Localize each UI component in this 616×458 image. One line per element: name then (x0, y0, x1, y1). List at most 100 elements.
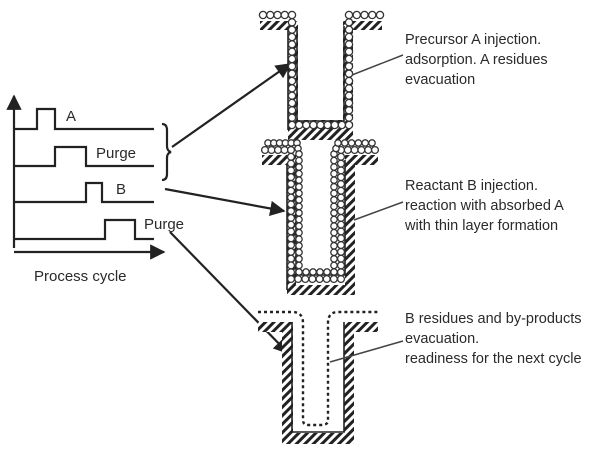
layer-molecule (336, 213, 346, 222)
layer-molecule (286, 220, 296, 229)
group-brace (161, 122, 172, 182)
layer-molecule (343, 145, 352, 155)
trench-step-1 (258, 10, 404, 140)
reactant-b-molecule (347, 139, 356, 147)
layer-molecule (315, 274, 324, 284)
layer-molecule (286, 274, 296, 284)
deposited-layer-outline (258, 310, 378, 427)
precursor-a-molecule (344, 54, 354, 64)
reactant-b-molecule (330, 156, 338, 165)
reactant-b-molecule (295, 235, 303, 244)
layer-molecule (267, 145, 276, 155)
reactant-b-molecule (330, 182, 338, 191)
precursor-a-molecule (287, 18, 297, 27)
precursor-a-molecule (344, 106, 354, 115)
precursor-a-molecule (344, 91, 354, 100)
signal-purge2-pulse (14, 218, 154, 241)
reactant-b-molecule (295, 241, 303, 250)
reactant-b-molecule (295, 202, 303, 211)
step-1-description: Precursor A injection. adsorption. A res… (405, 32, 548, 88)
step-3-line-3: readiness for the next cycle (405, 351, 582, 367)
step-2-description: Reactant B injection. reaction with abso… (404, 178, 564, 234)
reactant-b-molecule (295, 222, 303, 230)
layer-molecule (336, 152, 346, 161)
reactant-b-molecule (330, 228, 338, 237)
reactant-b-molecule (330, 209, 338, 217)
precursor-a-molecule (287, 120, 297, 130)
precursor-a-molecule (301, 120, 311, 130)
layer-molecule (336, 159, 346, 168)
leader-line-3 (329, 340, 404, 363)
layer-molecule (286, 179, 296, 188)
layer-molecule (308, 274, 317, 284)
precursor-a-molecule (287, 69, 297, 78)
layer-molecule (286, 173, 296, 182)
precursor-a-molecule (287, 62, 297, 71)
layer-molecule (286, 227, 296, 236)
reactant-b-molecule (295, 196, 303, 204)
precursor-a-molecule (287, 10, 297, 20)
layer-molecule (364, 145, 373, 155)
arrow-to-step-2 (164, 187, 286, 217)
precursor-a-molecule (287, 25, 297, 34)
reactant-b-molecule (295, 189, 303, 198)
reactant-b-molecule (330, 235, 338, 244)
layer-molecule (286, 207, 296, 216)
layer-molecule (336, 241, 346, 250)
trench-wall (287, 26, 345, 130)
reactant-b-molecule (295, 209, 303, 217)
precursor-a-molecule (344, 62, 354, 71)
reactant-b-molecule (316, 268, 324, 276)
signal-purge1-label: Purge (96, 145, 136, 162)
layer-molecule (336, 261, 346, 270)
layer-molecule (350, 145, 359, 155)
precursor-a-molecule (273, 10, 282, 20)
process-cycle-label: Process cycle (34, 268, 127, 285)
reactant-b-molecule (330, 241, 338, 250)
reactant-b-molecule (330, 268, 338, 276)
layer-molecule (286, 241, 296, 250)
step-1-line-2: adsorption. A residues (405, 52, 548, 68)
layer-molecule (260, 145, 270, 155)
step-1-line-1: Precursor A injection. (405, 32, 541, 48)
layer-molecule (336, 274, 346, 284)
precursor-a-molecule (287, 113, 297, 122)
reactant-b-molecule (334, 139, 342, 147)
precursor-a-molecule (344, 84, 354, 93)
layer-molecule (286, 261, 296, 270)
precursor-a-molecule (294, 120, 304, 130)
connectors (164, 63, 292, 355)
precursor-a-molecule (287, 76, 297, 86)
precursor-a-molecule (287, 32, 297, 42)
layer-molecule (336, 207, 346, 216)
step-3-line-2: evacuation. (405, 331, 479, 347)
precursor-a-molecule (344, 40, 354, 49)
layer-molecule (286, 193, 296, 202)
precursor-a-molecule (352, 10, 361, 20)
layer-molecule (329, 274, 338, 284)
reactant-b-molecule (295, 156, 303, 165)
reactant-b-molecule (330, 202, 338, 211)
precursor-a-molecule (287, 47, 297, 56)
reactant-b-molecule (330, 163, 338, 171)
precursor-a-molecule (367, 10, 377, 20)
precursor-a-molecule (344, 32, 354, 42)
precursor-a-molecule (344, 47, 354, 56)
precursor-a-molecule (265, 10, 275, 20)
signal-purge2-label: Purge (144, 216, 184, 233)
signal-a-pulse (14, 107, 154, 131)
precursor-a-molecule (344, 18, 354, 27)
reactant-b-molecule (330, 176, 338, 185)
step-2-line-3: with thin layer formation (404, 218, 558, 234)
reactant-b-molecule (330, 261, 338, 270)
signal-b-label: B (116, 181, 126, 198)
precursor-a-molecule (316, 120, 325, 130)
precursor-a-molecule (280, 10, 289, 20)
substrate-hatch (258, 322, 378, 444)
layer-molecule (336, 166, 346, 175)
precursor-a-molecule (309, 120, 318, 130)
reactant-b-molecule (354, 139, 363, 147)
precursor-a-molecule (323, 120, 332, 130)
precursor-a-molecule (330, 120, 339, 130)
reactant-b-molecule (295, 182, 303, 191)
